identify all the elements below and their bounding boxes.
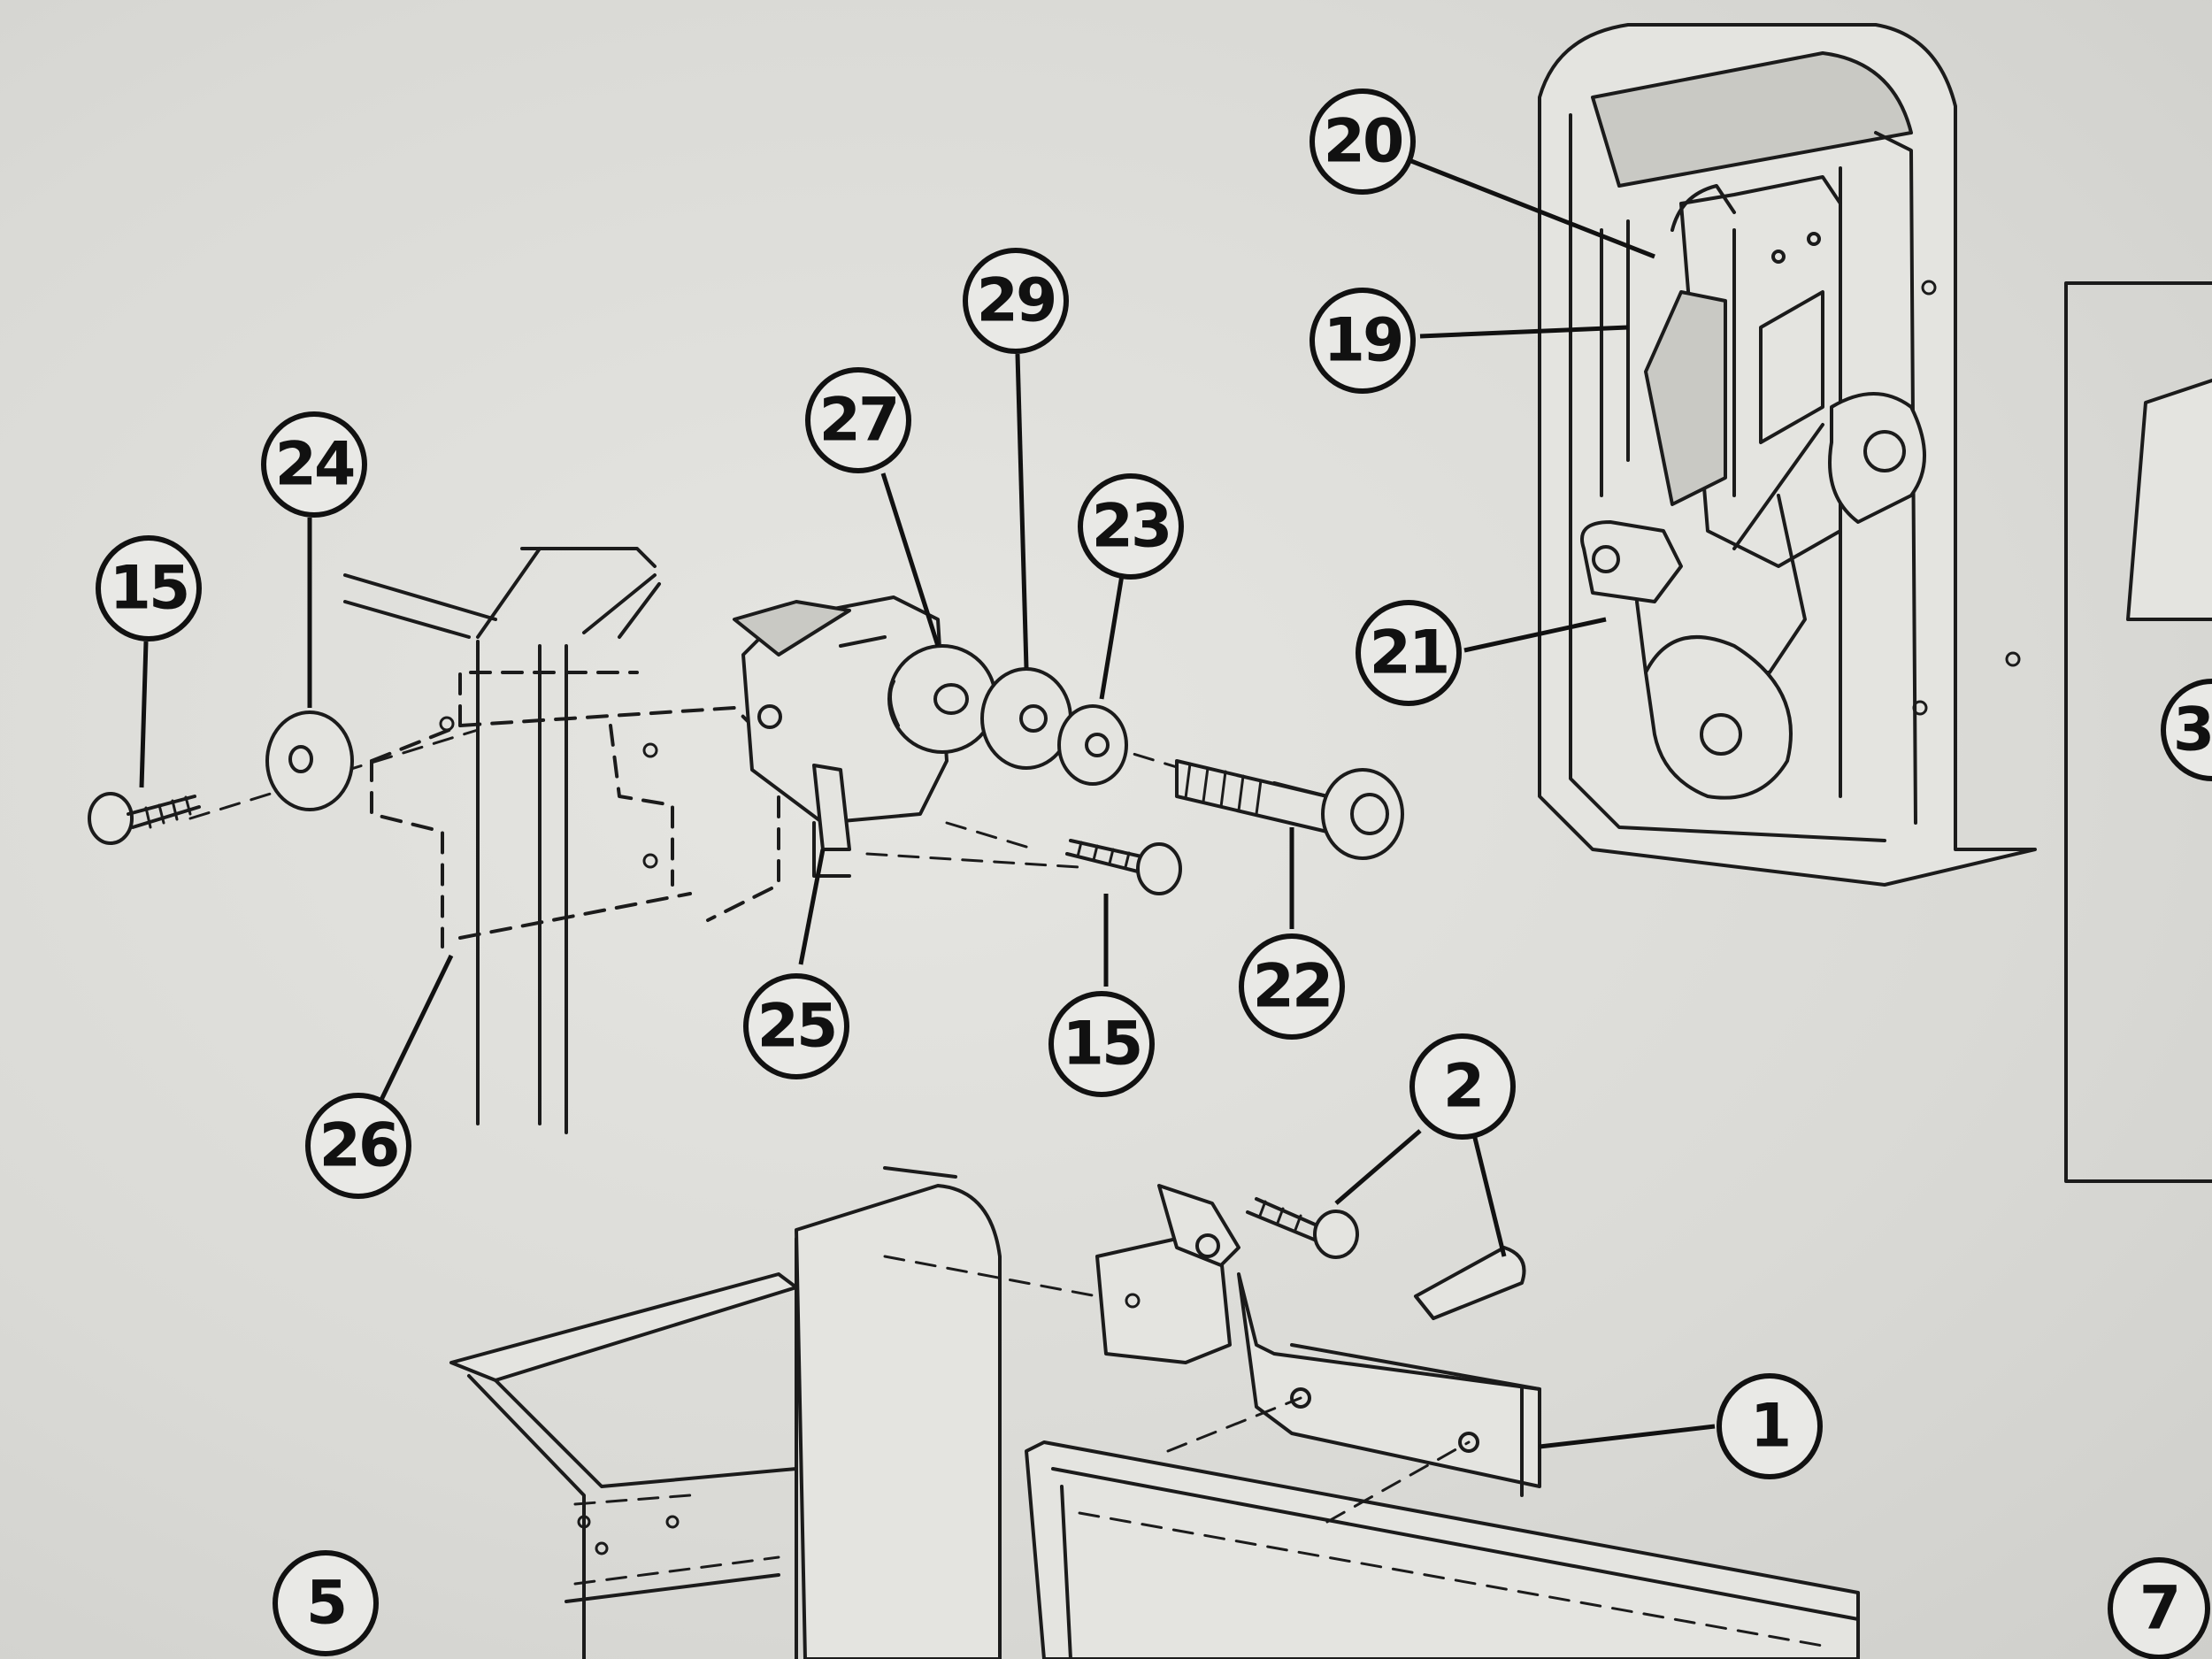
striker-bracket [733, 595, 949, 878]
mounting-plate-hidden [370, 671, 780, 949]
svg-text:20: 20 [1324, 107, 1402, 177]
svg-text:22: 22 [1253, 952, 1332, 1022]
svg-text:23: 23 [1092, 492, 1171, 562]
callout-15-left: 15 [96, 535, 202, 641]
lower-frame [1025, 1440, 1860, 1659]
leader-lines [139, 158, 1716, 1449]
svg-text:2: 2 [1443, 1052, 1482, 1122]
housing-screw-holes [1912, 280, 2021, 716]
washer-27 [887, 644, 997, 754]
callout-29: 29 [963, 248, 1069, 354]
svg-text:15: 15 [1063, 1010, 1141, 1079]
washer-23 [1057, 704, 1128, 786]
callout-27: 27 [805, 367, 911, 473]
callout-23: 23 [1078, 473, 1184, 580]
svg-text:21: 21 [1370, 618, 1448, 688]
latch-pawl [1580, 520, 1793, 800]
svg-text:7: 7 [2139, 1574, 2178, 1644]
svg-text:27: 27 [819, 386, 898, 456]
svg-text:19: 19 [1324, 306, 1402, 376]
svg-text:5: 5 [306, 1569, 345, 1639]
callout-26: 26 [305, 1093, 411, 1199]
svg-text:3: 3 [2173, 695, 2212, 765]
callout-2: 2 [1409, 1033, 1516, 1140]
callout-7: 7 [2108, 1557, 2210, 1659]
callout-1: 1 [1717, 1373, 1823, 1479]
inset-frame [2064, 281, 2212, 1183]
washer-29 [980, 667, 1072, 770]
callout-3: 3 [2161, 679, 2212, 781]
svg-text:24: 24 [275, 430, 354, 500]
callout-20: 20 [1310, 88, 1416, 195]
door-pillar [343, 547, 661, 1134]
striker-bolt-22 [1175, 759, 1404, 860]
screw-15-center [1065, 839, 1182, 895]
callout-24: 24 [261, 411, 367, 518]
washer-24 [265, 710, 354, 811]
callout-21: 21 [1356, 600, 1462, 706]
svg-text:26: 26 [319, 1111, 398, 1181]
latch-mechanism [1644, 175, 1926, 674]
screw-15-left [88, 792, 201, 845]
callout-22: 22 [1239, 933, 1345, 1040]
callout-15-center: 15 [1048, 991, 1155, 1097]
svg-text:15: 15 [110, 554, 188, 624]
door-panel [449, 1166, 1002, 1659]
hinge-screws-2 [1246, 1197, 1526, 1320]
svg-text:29: 29 [977, 266, 1056, 336]
callout-19: 19 [1310, 288, 1416, 394]
svg-text:1: 1 [1750, 1392, 1789, 1462]
svg-text:25: 25 [757, 992, 836, 1062]
assembly-lines-lower [883, 1255, 1471, 1524]
hinge-bracket [1095, 1184, 1541, 1497]
callout-25: 25 [743, 973, 849, 1079]
callout-5: 5 [273, 1550, 379, 1656]
